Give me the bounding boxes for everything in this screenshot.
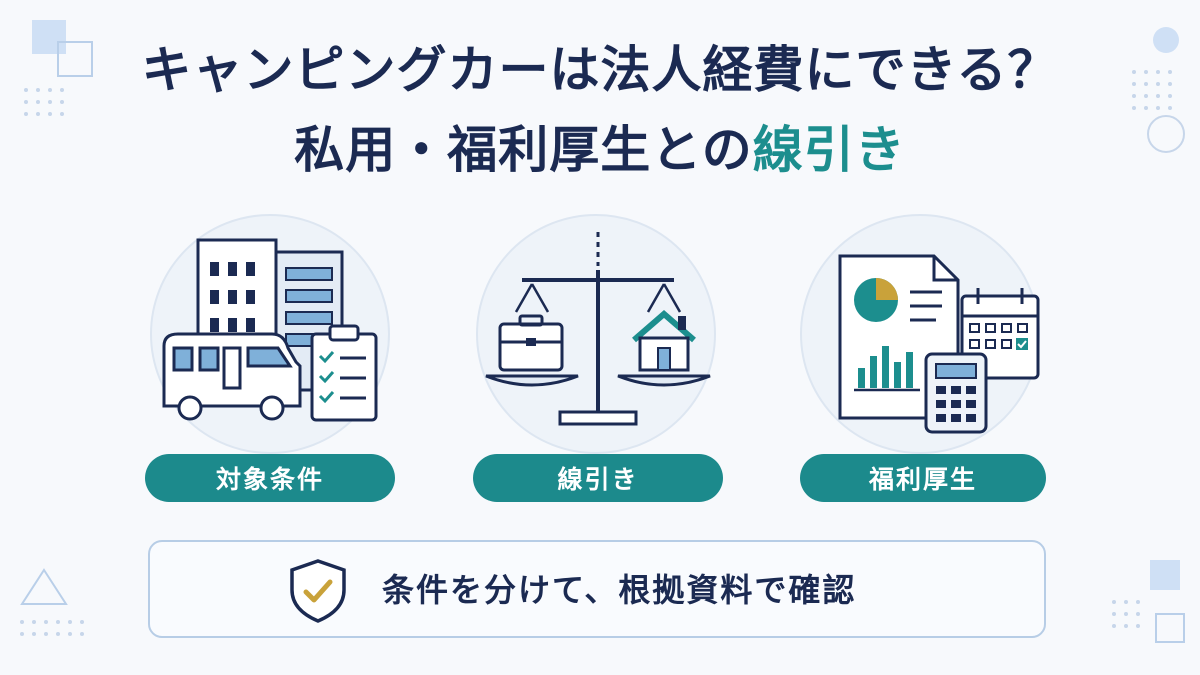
card-circle-conditions — [150, 214, 390, 454]
camper-van-icon — [162, 332, 302, 421]
card-label-conditions: 対象条件 — [145, 454, 395, 502]
page-title-accent: 線引き — [752, 121, 906, 179]
decor-top-left — [24, 20, 93, 116]
page-title-line-2-main: 私用・福利厚生との — [294, 121, 753, 179]
house-icon — [632, 310, 696, 372]
decor-top-right — [1132, 27, 1185, 153]
balance-scale-icon — [485, 232, 711, 426]
decor-bottom-left — [20, 568, 84, 636]
calculator-icon — [924, 352, 988, 434]
card-circle-welfare — [800, 214, 1040, 454]
card-label-boundary: 線引き — [473, 454, 723, 502]
summary-banner-text: 条件を分けて、根拠資料で確認 — [382, 571, 857, 609]
card-label-welfare: 福利厚生 — [800, 454, 1046, 502]
briefcase-icon — [498, 314, 564, 372]
checklist-icon — [310, 324, 378, 422]
page-title-line-1: キャンピングカーは法人経費にできる？ — [141, 41, 1059, 99]
decor-bottom-right — [1112, 560, 1185, 643]
page-title-line-2: 私用・福利厚生との線引き — [0, 118, 1200, 182]
card-circle-boundary — [476, 214, 716, 454]
camper-building-checklist-icon — [162, 238, 378, 422]
shield-check-icon — [290, 559, 346, 623]
document-calendar-calculator-icon — [838, 254, 1040, 434]
summary-banner: 条件を分けて、根拠資料で確認 — [148, 540, 1046, 638]
